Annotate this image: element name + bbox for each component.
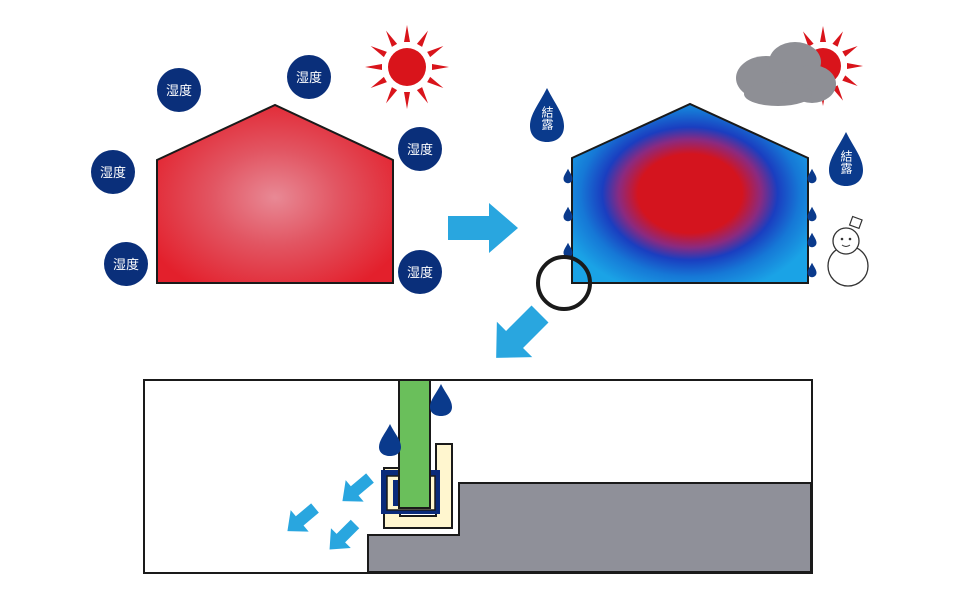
condensation-drop: 結露: [530, 88, 564, 142]
humidity-badge: 湿度: [287, 55, 331, 99]
humidity-badge: 湿度: [104, 242, 148, 286]
humidity-badge: 湿度: [398, 127, 442, 171]
svg-text:湿度: 湿度: [100, 165, 126, 181]
svg-text:結露: 結露: [839, 150, 853, 174]
arrow-icon: [496, 305, 549, 358]
water-drop-icon: [379, 384, 452, 456]
magnify-circle-icon: [536, 255, 592, 311]
window-detail-panel: [143, 379, 813, 574]
snowman-icon: [827, 215, 869, 287]
sun-icon: [365, 25, 449, 109]
cold-house: [571, 102, 809, 284]
svg-text:湿度: 湿度: [113, 257, 139, 273]
humidity-badge: 湿度: [398, 250, 442, 294]
humidity-badge: 湿度: [91, 150, 135, 194]
arrow-icon: [448, 203, 518, 253]
svg-text:湿度: 湿度: [166, 83, 192, 99]
warm-house: [156, 103, 394, 284]
svg-text:湿度: 湿度: [407, 142, 433, 158]
arrow-icon: [287, 473, 374, 550]
condensation-drop: 結露: [829, 132, 863, 186]
cloud-icon: [736, 42, 836, 106]
svg-text:湿度: 湿度: [296, 70, 322, 86]
humidity-badge: 湿度: [157, 68, 201, 112]
svg-text:湿度: 湿度: [407, 265, 433, 281]
svg-text:結露: 結露: [540, 106, 554, 130]
